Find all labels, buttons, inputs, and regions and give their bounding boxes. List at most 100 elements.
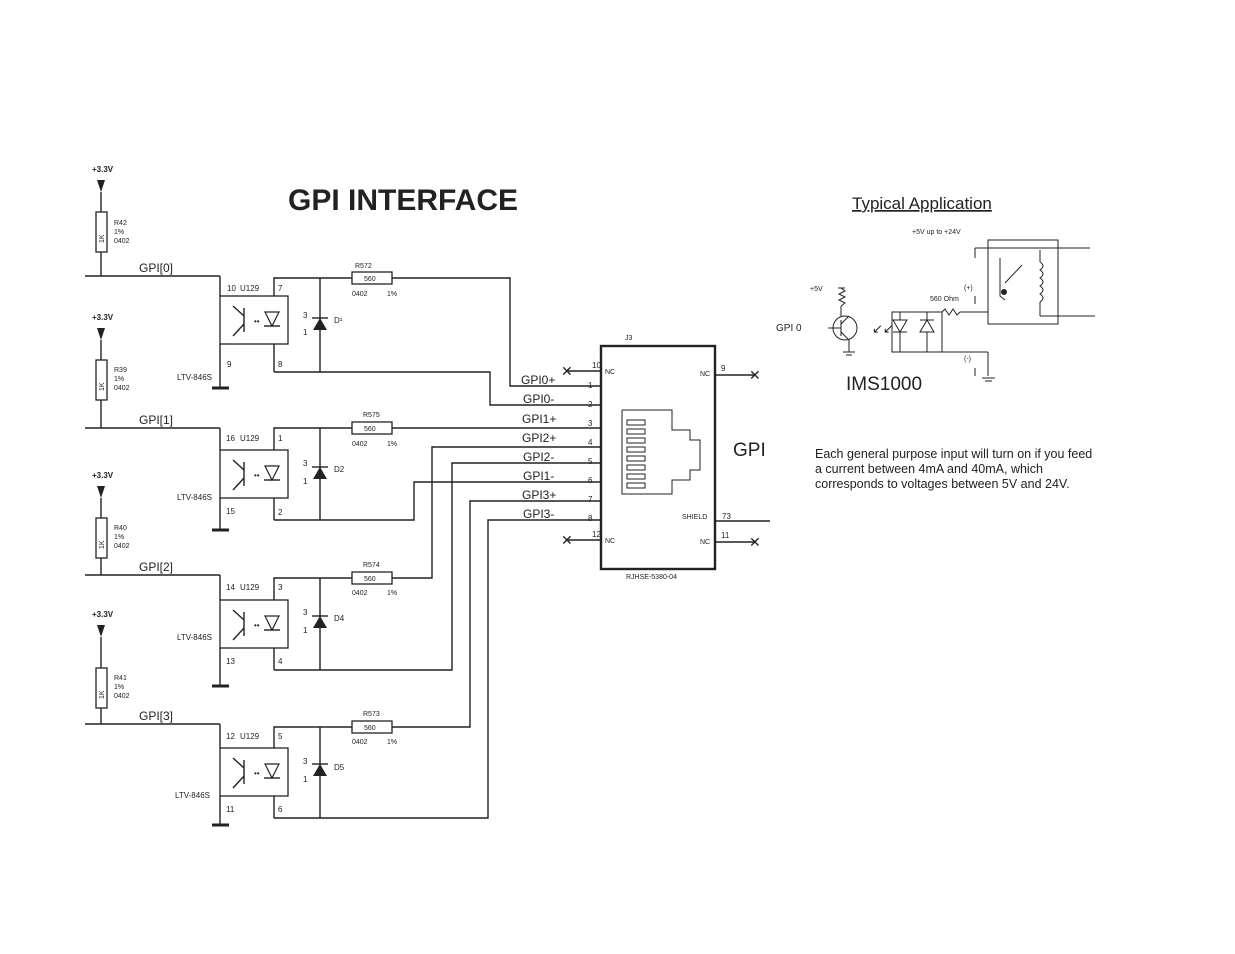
resistor-tolerance: 1% [114,229,124,236]
supply-label: +3.3V [92,165,114,174]
series-value: 560 [364,426,376,433]
vcc-label: +5V [810,286,823,293]
series-value: 560 [364,576,376,583]
pin-number: 1 [303,328,308,337]
pullup-resistor [95,211,108,253]
pin-net-label: GPI2+ [522,431,556,445]
supply-range-label: +5V up to +24V [912,229,961,236]
supply-arrow-icon [97,486,105,498]
resistor-value: 1K [99,540,106,549]
note-line: Each general purpose input will turn on … [815,447,1092,461]
pin-number: 4 [278,657,283,666]
supply-label: +3.3V [92,610,114,619]
net-label: GPI[1] [139,413,173,427]
opto-part: LTV-846S [177,633,212,642]
nc-label: NC [605,369,615,376]
pin-number: 3 [278,583,283,592]
pin-net-label: GPI0- [523,392,554,406]
connector-body [599,344,717,571]
channel-gpi1: +3.3V 1K R39 1% 0402 GPI[1] 16 U129 •• 1… [85,313,601,532]
series-tolerance: 1% [387,441,397,448]
diode-ref: D4 [334,614,345,623]
resistor-package: 0402 [114,238,130,245]
pin-net-label: GPI1+ [522,412,556,426]
pin-number: 7 [588,495,593,504]
pin-number: 12 [226,732,235,741]
input-label: GPI 0 [776,323,802,334]
pullup-resistor [95,359,108,401]
net-label: GPI[2] [139,560,173,574]
pin-number: 1 [303,626,308,635]
resistor-ref: R39 [114,367,127,374]
pin-number: 6 [588,476,593,485]
pin-number: 16 [226,434,235,443]
optocoupler [219,295,289,345]
pin-number: 3 [303,459,308,468]
diode-ref: D2 [334,465,345,474]
pin-number: 4 [588,438,593,447]
opto-part: LTV-846S [175,791,210,800]
connector-ref: J3 [625,335,633,342]
light-arrows-icon: •• [254,317,260,326]
series-tolerance: 1% [387,590,397,597]
resistor-value: 1K [99,690,106,699]
net-label: GPI[0] [139,261,173,275]
opto-part: LTV-846S [177,373,212,382]
light-arrows-icon: •• [254,621,260,630]
application-title: Typical Application [852,194,992,213]
series-package: 0402 [352,441,368,448]
pullup-resistor [95,517,108,559]
light-arrows-icon: ↙↙ [872,321,894,336]
shield-label: SHIELD [682,514,707,521]
optocoupler [219,449,289,499]
opto-ref: U129 [240,434,260,443]
pin-number: 3 [303,608,308,617]
pin-number: 5 [278,732,283,741]
series-package: 0402 [352,739,368,746]
no-connect-icon: ✕ [561,363,573,379]
resistor-label: 560 Ohm [930,296,959,303]
net-label: GPI[3] [139,709,173,723]
pin-net-label: GPI2- [523,450,554,464]
pin-number: 11 [226,805,235,814]
diode-ref: D¹ [334,316,343,325]
nc-label: NC [700,371,710,378]
no-connect-icon: ✕ [749,367,761,383]
pin-number: 1 [588,381,593,390]
resistor-value: 1K [99,382,106,391]
no-connect-icon: ✕ [561,532,573,548]
schematic-title: GPI INTERFACE [288,184,518,217]
pin-number: 1 [303,477,308,486]
zener-diode-icon [313,616,327,628]
nc-label: NC [605,538,615,545]
series-package: 0402 [352,590,368,597]
pin-net-label: GPI3- [523,507,554,521]
pin-number: 3 [303,757,308,766]
pin-number: 8 [278,360,283,369]
supply-label: +3.3V [92,471,114,480]
resistor-tolerance: 1% [114,684,124,691]
pin-net-label: GPI1- [523,469,554,483]
light-arrows-icon: •• [254,471,260,480]
pin-number: 9 [721,364,726,373]
pin-net-label: GPI3+ [522,488,556,502]
pullup-resistor [95,667,108,709]
pin-number: 2 [588,400,593,409]
opto-ref: U129 [240,284,260,293]
pin-number: 12 [592,530,601,539]
rj45-jack-icon [621,409,701,495]
pin-number: 9 [227,360,232,369]
supply-arrow-icon [97,328,105,340]
supply-label: +3.3V [92,313,114,322]
opto-ref: U129 [240,732,260,741]
diode-ref: D5 [334,763,345,772]
series-value: 560 [364,276,376,283]
zener-diode-icon [313,467,327,479]
pin-number: 3 [588,419,593,428]
connector-part: RJHSE-5380-04 [626,574,677,581]
pin-number: 14 [226,583,235,592]
relay-box [987,239,1059,325]
opto-input-block [891,311,943,353]
series-ref: R572 [355,263,372,270]
